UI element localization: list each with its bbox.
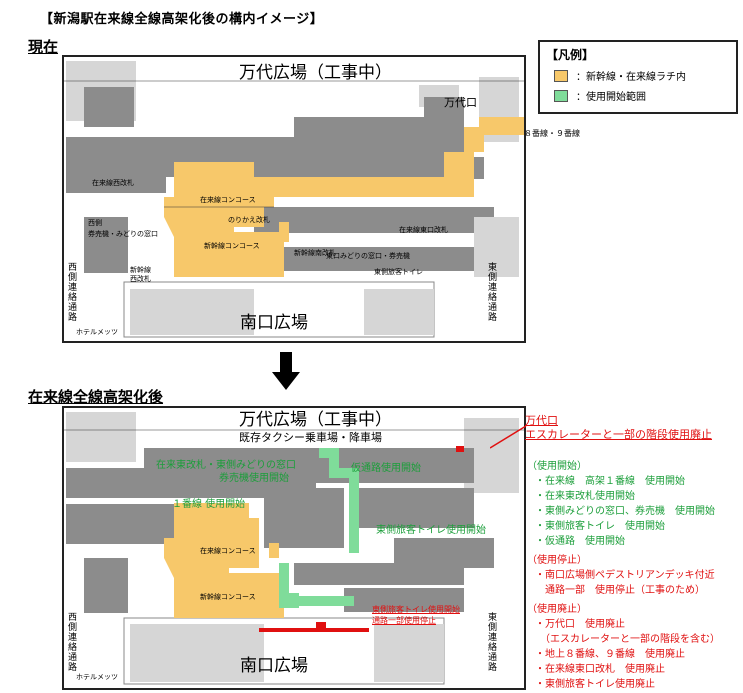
label-hotel: ホテルメッツ xyxy=(76,328,118,336)
label-bandai-plaza: 万代広場（工事中） xyxy=(239,63,392,83)
label-shinkansen-concourse: 新幹線コンコース xyxy=(204,242,260,250)
notes-start-heading: （使用開始） xyxy=(527,461,587,472)
label-green-karitsuro: 仮通路使用開始 xyxy=(351,463,421,474)
notes-panel: （使用開始） ・在来線 高架１番線 使用開始 ・在来東改札使用開始 ・東側みどり… xyxy=(527,459,739,692)
legend-label: ：新幹線・在来線ラチ内 xyxy=(576,72,686,83)
label-taxi-area: 既存タクシー乗車場・降車場 xyxy=(239,431,382,444)
notes-abolish-item: ・東側旅客トイレ使用廃止 xyxy=(535,679,655,690)
label-west-passage: 西側連絡通路 xyxy=(66,612,76,672)
label-east-toilet: 東側旅客トイレ xyxy=(374,268,423,276)
notes-stop-item: ・南口広場側ペデストリアンデッキ付近 xyxy=(535,570,715,581)
label-east-ticket-office: 東口みどりの窓口・券売機 xyxy=(326,252,410,260)
label-east-passage: 東側連絡通路 xyxy=(486,612,496,672)
legend-label: ：使用開始範囲 xyxy=(576,92,646,103)
arrow-down-icon xyxy=(272,352,300,390)
map-current-drawing xyxy=(64,57,524,341)
label-shinkansen-concourse: 新幹線コンコース xyxy=(200,593,256,601)
label-west-gate: 在来線西改札 xyxy=(92,179,134,187)
label-zairaisen-concourse: 在来線コンコース xyxy=(200,196,256,204)
map-current: 万代広場（工事中） 万代口 在来線西改札 在来線コンコース のりかえ改札 西側 … xyxy=(62,55,526,343)
notes-start-item: ・在来東改札使用開始 xyxy=(535,491,635,502)
label-track-8-9: ８番線・９番線 xyxy=(524,129,580,138)
notes-stop-item: 通路一部 使用停止（工事のため） xyxy=(535,585,705,596)
label-green-ticket: 在来東改札・東側みどりの窓口 xyxy=(156,460,296,471)
notes-start-item: ・在来線 高架１番線 使用開始 xyxy=(535,476,685,487)
section-label-after: 在来線全線高架化後 xyxy=(28,388,164,406)
label-green-ticket2: 券売機使用開始 xyxy=(219,473,289,484)
notes-start-item: ・仮通路 使用開始 xyxy=(535,536,625,547)
notes-abolish-item: ・万代口 使用廃止 xyxy=(535,619,625,630)
callout-line-bandai xyxy=(490,425,527,449)
section-label-current: 現在 xyxy=(28,38,59,56)
label-red-toilet: 東側旅客トイレ使用開始 xyxy=(372,605,460,614)
label-green-toilet: 東側旅客トイレ使用開始 xyxy=(376,525,486,536)
notes-start-item: ・東側旅客トイレ 使用開始 xyxy=(535,521,665,532)
legend-swatch-yellow xyxy=(554,69,568,82)
page-title: 【新潟駅在来線全線高架化後の構内イメージ】 xyxy=(40,12,324,27)
label-shinkansen-west2: 西改札 xyxy=(130,275,151,283)
notes-start-item: ・東側みどりの窓口、券売機 使用開始 xyxy=(535,506,715,517)
map-legend: 【凡例】 ：新幹線・在来線ラチ内 ：使用開始範囲 xyxy=(538,40,738,114)
label-bandai-exit: 万代口 xyxy=(444,96,477,109)
map-after-drawing xyxy=(64,408,524,688)
label-hotel: ホテルメッツ xyxy=(76,673,118,681)
label-red-escalator: エスカレーターと一部の階段使用廃止 xyxy=(525,428,712,441)
notes-abolish-item: （エスカレーターと一部の階段を含む） xyxy=(535,634,720,645)
label-south-plaza: 南口広場 xyxy=(240,313,308,333)
legend-item-start: ：使用開始範囲 xyxy=(554,88,646,103)
notes-abolish-item: ・在来線東口改札 使用廃止 xyxy=(535,664,665,675)
label-zairaisen-concourse: 在来線コンコース xyxy=(200,547,256,555)
label-bandai-plaza: 万代広場（工事中） xyxy=(239,410,392,430)
label-west-passage: 西側連絡通路 xyxy=(66,262,76,322)
legend-title: 【凡例】 xyxy=(546,48,595,62)
notes-stop-heading: （使用停止） xyxy=(527,555,587,566)
label-red-passage: 通路一部使用停止 xyxy=(372,616,436,625)
label-green-track1: １番線 使用開始 xyxy=(172,499,246,510)
label-nishigawa: 西側 xyxy=(88,219,102,227)
label-nishigawa-ticket: 券売機・みどりの窓口 xyxy=(88,230,158,238)
legend-swatch-green xyxy=(554,89,568,102)
label-east-passage: 東側連絡通路 xyxy=(486,262,496,322)
notes-abolish-item: ・地上８番線、９番線 使用廃止 xyxy=(535,649,685,660)
label-red-bandai-exit: 万代口 xyxy=(525,414,558,427)
label-zairaisen-east-gate: 在来線東口改札 xyxy=(399,226,448,234)
label-shinkansen-south-gate: 新幹線南改札 xyxy=(294,249,336,257)
label-shinkansen-west: 新幹線 xyxy=(130,266,151,274)
legend-item-ratinai: ：新幹線・在来線ラチ内 xyxy=(554,68,686,83)
notes-abolish-heading: （使用廃止） xyxy=(527,604,587,615)
label-south-plaza: 南口広場 xyxy=(240,656,308,676)
label-norikae-gate: のりかえ改札 xyxy=(228,216,270,224)
map-after: 万代広場（工事中） 既存タクシー乗車場・降車場 在来東改札・東側みどりの窓口 券… xyxy=(62,406,526,690)
